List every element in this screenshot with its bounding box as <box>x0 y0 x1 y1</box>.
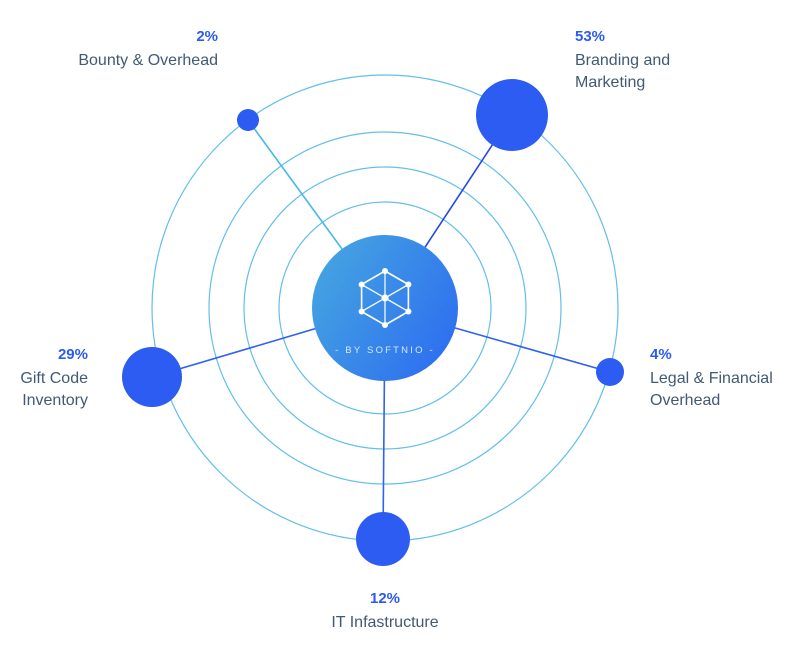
allocation-percent: 4% <box>650 346 672 363</box>
allocation-name: Legal & Financial Overhead <box>650 370 773 410</box>
allocation-percent: 12% <box>369 590 401 607</box>
orbit-ring-1 <box>278 201 492 415</box>
node-gift-code-inventory <box>122 347 182 407</box>
orbit-ring-2 <box>243 166 527 450</box>
node-branding-marketing <box>476 79 548 151</box>
orbit-ring-3 <box>208 131 562 485</box>
allocation-percent: 2% <box>196 28 218 45</box>
allocation-label-gift-code-inventory: 29% Gift Code Inventory <box>8 346 88 412</box>
center-badge: - BY SOFTNIO - <box>312 235 458 381</box>
allocation-name: IT Infastructure <box>331 614 439 631</box>
allocation-nodes <box>122 79 624 566</box>
brand-text: - BY SOFTNIO - <box>335 345 435 356</box>
network-icon <box>358 268 412 328</box>
allocation-name: Branding and Marketing <box>575 52 671 92</box>
allocation-label-it-infrastructure: 12% IT Infastructure <box>285 590 485 634</box>
allocation-name: Bounty & Overhead <box>78 52 218 69</box>
allocation-label-bounty-overhead: 2% Bounty & Overhead <box>78 28 218 72</box>
allocation-percent: 53% <box>575 28 606 45</box>
allocation-label-branding-marketing: 53% Branding and Marketing <box>575 28 715 94</box>
allocation-name: Gift Code Inventory <box>20 370 88 410</box>
node-bounty-overhead <box>237 109 259 131</box>
node-it-infrastructure <box>356 512 410 566</box>
node-legal-financial <box>596 358 624 386</box>
allocation-label-legal-financial: 4% Legal & Financial Overhead <box>650 346 795 412</box>
allocation-percent: 29% <box>57 346 88 363</box>
